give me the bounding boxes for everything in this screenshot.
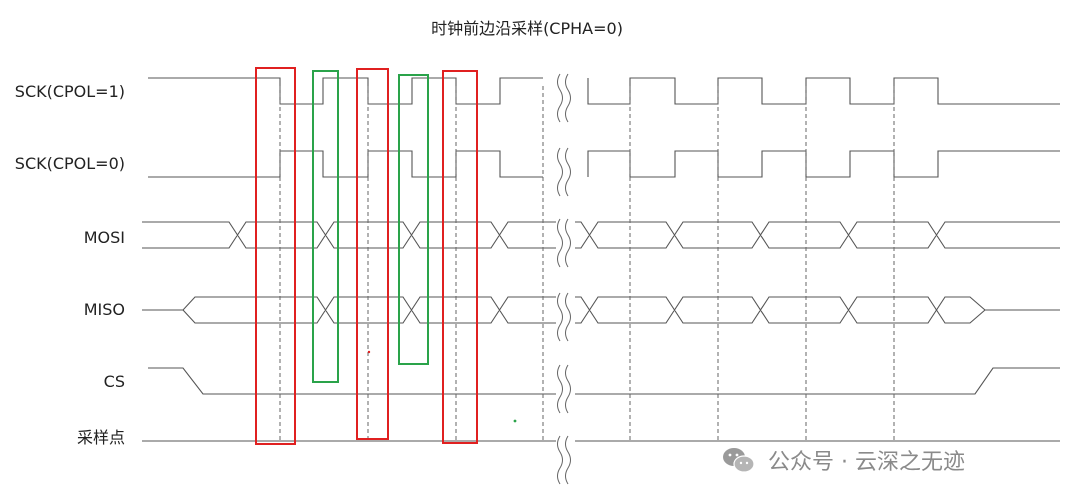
- diagram-title: 时钟前边沿采样(CPHA=0): [431, 19, 623, 38]
- shift-edge-box-1: [312, 70, 339, 383]
- shift-edge-box-2: [398, 74, 429, 365]
- label-mosi: MOSI: [84, 228, 125, 247]
- stray-dot-green: [513, 419, 517, 423]
- edge-guide-lines: [279, 86, 895, 441]
- label-sample-point: 采样点: [77, 428, 125, 447]
- waveform-cs: [148, 367, 1060, 395]
- watermark: 公众号 · 云深之无迹: [723, 448, 965, 475]
- label-sck-cpol1: SCK(CPOL=1): [15, 82, 125, 101]
- watermark-text: 公众号 · 云深之无迹: [768, 450, 965, 475]
- waveform-miso: [142, 296, 1060, 324]
- wechat-icon: [723, 448, 755, 473]
- stray-dot-red: [367, 350, 371, 354]
- sample-edge-box-1: [255, 67, 296, 445]
- waveform-sck-cpol0: [148, 150, 1060, 178]
- sample-edge-box-3: [442, 70, 478, 444]
- waveform-sck-cpol1: [148, 77, 1060, 105]
- label-cs: CS: [104, 372, 125, 391]
- sample-edge-box-2: [356, 68, 389, 440]
- label-miso: MISO: [84, 300, 125, 319]
- time-break-marks: [557, 73, 571, 485]
- label-sck-cpol0: SCK(CPOL=0): [15, 154, 125, 173]
